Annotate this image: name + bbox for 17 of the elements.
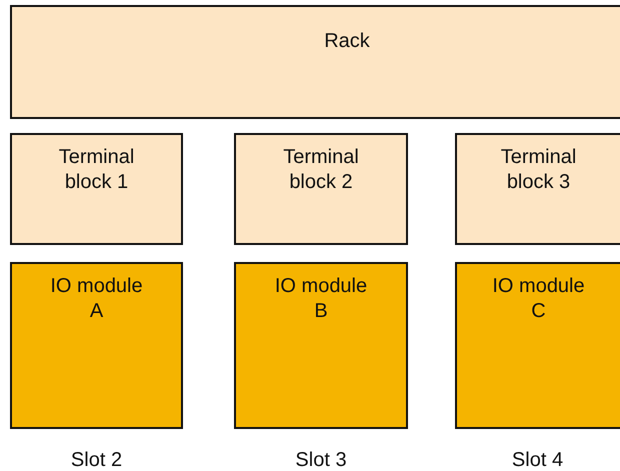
terminal-block-box	[455, 133, 620, 245]
terminal-block-box	[234, 133, 408, 245]
terminal-block-box	[10, 133, 183, 245]
slot-label: Slot 4	[510, 448, 564, 471]
slot-label: Slot 2	[70, 448, 124, 471]
module-label: IO module B	[274, 274, 368, 324]
slot-label: Slot 3	[294, 448, 348, 471]
rack-box	[10, 5, 620, 119]
module-box	[455, 262, 620, 429]
module-box	[10, 262, 183, 429]
terminal-block-label: Terminal block 2	[282, 145, 360, 195]
terminal-block-label: Terminal block 1	[58, 145, 136, 195]
module-label: IO module C	[491, 274, 586, 324]
rack-label: Rack	[323, 29, 371, 54]
terminal-block-label: Terminal block 3	[500, 145, 578, 195]
module-label: IO module A	[49, 274, 144, 324]
module-box	[234, 262, 408, 429]
